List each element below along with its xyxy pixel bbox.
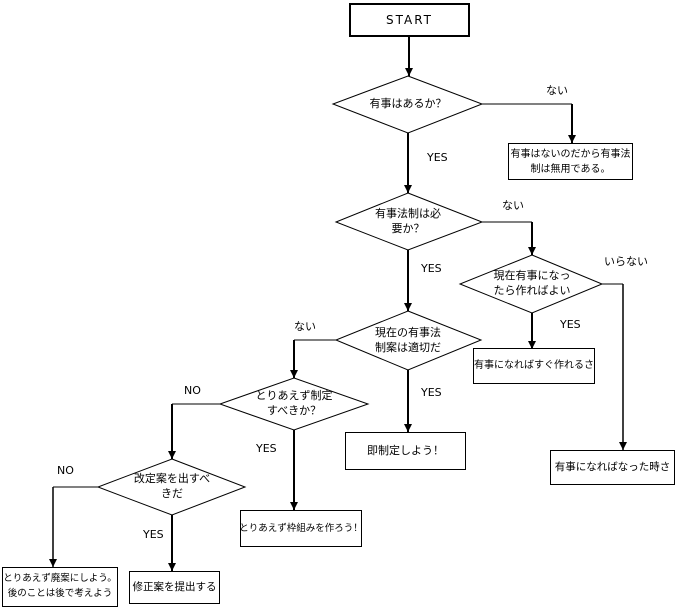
diamond-enact-for-now-label: とりあえず制定すべきか？ [255, 389, 333, 417]
start-node: START [349, 3, 470, 37]
diamond-legislation-needed-label: 有事法制は必要か？ [375, 206, 441, 235]
result-box-useless-label: 有事はないのだから有事法制は無用である。 [510, 148, 631, 175]
result-box-enact-now: 即制定しよう！ [345, 432, 466, 470]
diamond-make-when-happens-label: 現在有事になったら作ればよい [493, 269, 571, 297]
diamond-current-bill-appropriate-label: 現在の有事法制案は適切だ [375, 325, 441, 354]
result-box-framework-label: とりあえず枠組みを作ろう！ [239, 522, 363, 534]
diamond-enact-for-now-text: とりあえず制定すべきか？ [254, 378, 334, 430]
diamond-enact-for-now [218, 377, 370, 431]
diamond-current-bill-appropriate [334, 310, 483, 371]
result-box-framework: とりあえず枠組みを作ろう！ [239, 510, 363, 547]
connector-lines [49, 37, 627, 571]
edge-label-d4-yes: YES [421, 386, 442, 399]
diamond-emergency-exists-text: 有事はあるか？ [343, 76, 473, 133]
diamond-legislation-needed [334, 192, 484, 251]
diamond-should-revise [96, 458, 247, 516]
result-box-scrap-bill-label: とりあえず廃案にしよう。後のことは後で考えよう [3, 573, 117, 599]
edge-label-d6-no: NO [57, 464, 74, 477]
diamond-emergency-exists-label: 有事はあるか？ [369, 97, 447, 111]
edge-label-d1-yes: YES [427, 151, 448, 164]
diamond-make-when-happens-text: 現在有事になったら作ればよい [491, 255, 573, 313]
diamond-should-revise-text: 改定案を出すべきだ [132, 459, 212, 515]
result-box-make-quickly: 有事になればすぐ作れるさ [473, 348, 595, 384]
diamond-should-revise-label: 改定案を出すべきだ [133, 472, 211, 500]
diamond-emergency-exists [331, 75, 484, 134]
edge-label-d4-no: ない [294, 320, 316, 333]
edge-label-d5-yes: YES [256, 442, 277, 455]
edge-label-d2-yes: YES [421, 262, 442, 275]
edge-label-d1-no: ない [546, 84, 568, 97]
edge-label-d3-yes: YES [560, 318, 581, 331]
result-box-submit-amendment-label: 修正案を提出する [132, 581, 217, 594]
result-box-enact-now-label: 即制定しよう！ [367, 444, 444, 458]
result-box-submit-amendment: 修正案を提出する [129, 571, 220, 604]
result-box-scrap-bill: とりあえず廃案にしよう。後のことは後で考えよう [2, 567, 118, 607]
diamond-make-when-happens [458, 254, 604, 314]
result-box-when-happens: 有事になればなった時さ [550, 450, 675, 485]
edge-label-d2-no: ない [502, 199, 524, 212]
diamond-current-bill-appropriate-text: 現在の有事法制案は適切だ [374, 311, 442, 370]
result-box-useless: 有事はないのだから有事法制は無用である。 [508, 143, 633, 180]
start-label: START [385, 12, 434, 27]
edge-label-d6-yes: YES [143, 528, 164, 541]
diamond-legislation-needed-text: 有事法制は必要か？ [371, 193, 445, 250]
decision-shapes [96, 75, 604, 516]
edge-label-d5-no: NO [184, 384, 201, 397]
result-box-when-happens-label: 有事になればなった時さ [554, 461, 671, 474]
result-box-make-quickly-label: 有事になればすぐ作れるさ [474, 360, 594, 371]
edge-label-d3-no: いらない [604, 255, 648, 268]
